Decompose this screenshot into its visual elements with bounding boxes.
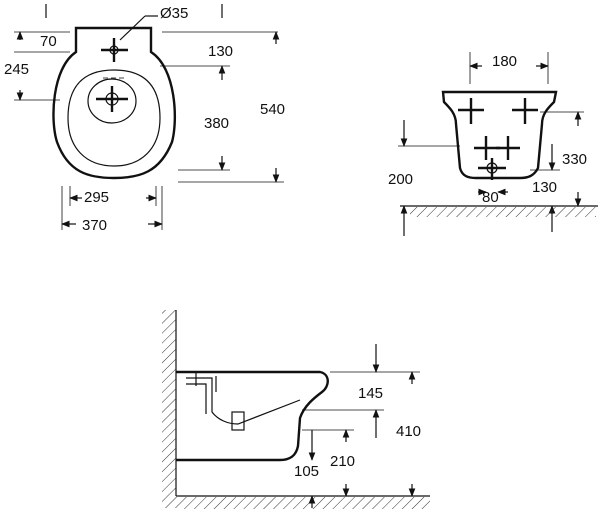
dim-540: 540 [260, 101, 285, 118]
dim-145: 145 [358, 385, 383, 402]
front-view-outline [441, 90, 558, 180]
dim-200: 200 [388, 171, 413, 188]
dim-180: 180 [492, 53, 517, 70]
front-view: 180 200 330 130 80 [388, 52, 598, 236]
dim-70: 70 [40, 33, 57, 50]
dim-130: 130 [208, 43, 233, 60]
floor-hatch-side [176, 497, 430, 509]
dim-80: 80 [482, 189, 499, 206]
dim-410: 410 [396, 423, 421, 440]
floor-hatch-front [410, 207, 596, 217]
dim-210: 210 [330, 453, 355, 470]
dim-diameter-35: Ø35 [160, 5, 188, 22]
top-view-outline [52, 26, 177, 180]
top-view: Ø35 70 245 130 380 540 295 [4, 4, 285, 234]
dim-245: 245 [4, 61, 29, 78]
dim-330: 330 [562, 151, 587, 168]
wall-hatch [162, 310, 176, 508]
dim-380: 380 [204, 115, 229, 132]
dim-105: 105 [294, 463, 319, 480]
dim-295: 295 [84, 189, 109, 206]
top-view-drain-area [87, 78, 137, 124]
side-view-outline [176, 370, 329, 462]
side-view: 145 410 210 105 [162, 310, 430, 509]
top-view-inner-bowl [67, 69, 161, 167]
dim-370: 370 [82, 217, 107, 234]
dim-130-front: 130 [532, 179, 557, 196]
